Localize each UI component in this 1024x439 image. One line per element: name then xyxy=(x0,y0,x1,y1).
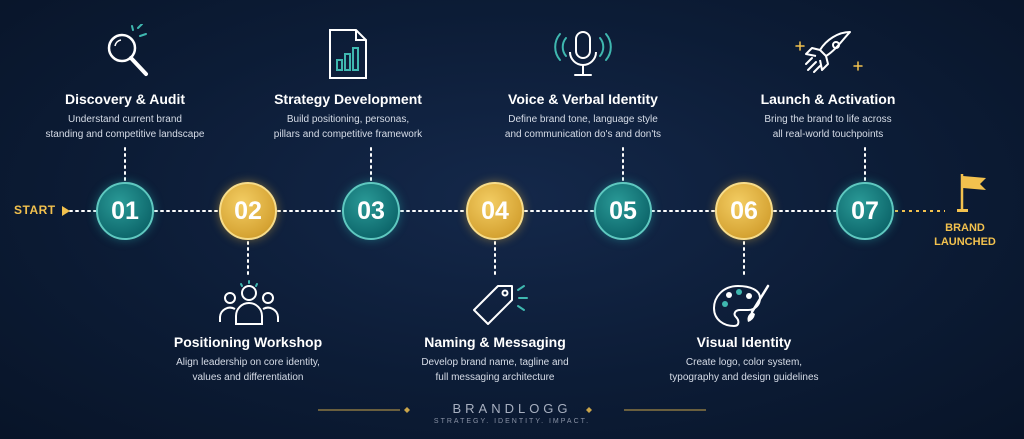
step-node-6: 06 xyxy=(715,182,773,240)
footer-tagline: STRATEGY. IDENTITY. IMPACT. xyxy=(433,418,591,425)
document-chart-icon xyxy=(329,29,367,79)
team-icon xyxy=(219,280,279,325)
step-7-desc-line2: all real-world touchpoints xyxy=(772,129,884,140)
footer-brand-logo: BRANDLOGG xyxy=(452,401,572,416)
step-3-desc-line2: pillars and competitive framework xyxy=(273,129,423,140)
step-6-desc-line2: typography and design guidelines xyxy=(669,372,819,383)
step-node-4: 04 xyxy=(466,182,524,240)
step-6-title: Visual Identity xyxy=(696,334,792,350)
microphone-icon xyxy=(554,31,612,76)
step-7-desc-line1: Bring the brand to life across xyxy=(764,114,892,125)
step-4-description: Develop brand name, tagline and full mes… xyxy=(400,355,590,385)
step-2-description: Align leadership on core identity, value… xyxy=(153,355,343,385)
step-node-5: 05 xyxy=(594,182,652,240)
end-label: BRAND LAUNCHED xyxy=(930,221,1000,249)
step-4-desc-line2: full messaging architecture xyxy=(435,372,555,383)
step-node-1: 01 xyxy=(96,182,154,240)
step-3-desc-line1: Build positioning, personas, xyxy=(286,114,410,125)
end-label-line2: LAUNCHED xyxy=(934,236,996,248)
step-7-description: Bring the brand to life across all real-… xyxy=(733,112,923,142)
step-3-description: Build positioning, personas, pillars and… xyxy=(248,112,448,142)
end-label-line1: BRAND xyxy=(945,222,985,234)
step-5-desc-line2: and communication do's and don'ts xyxy=(504,129,662,140)
palette-icon xyxy=(712,284,770,328)
tag-icon xyxy=(473,285,528,325)
step-7-title: Launch & Activation xyxy=(760,91,896,107)
step-1-title: Discovery & Audit xyxy=(64,91,186,107)
step-6-description: Create logo, color system, typography an… xyxy=(649,355,839,385)
flag-icon xyxy=(957,174,986,212)
step-1-desc-line1: Understand current brand xyxy=(68,114,182,125)
step-6-desc-line1: Create logo, color system, xyxy=(685,357,803,368)
step-4-desc-line1: Develop brand name, tagline and xyxy=(421,357,569,368)
step-5-description: Define brand tone, language style and co… xyxy=(483,112,683,142)
step-1-desc-line2: standing and competitive landscape xyxy=(45,129,205,140)
step-1-description: Understand current brand standing and co… xyxy=(35,112,215,142)
step-5-desc-line1: Define brand tone, language style xyxy=(508,114,658,125)
step-2-title: Positioning Workshop xyxy=(173,334,323,350)
step-node-7: 07 xyxy=(836,182,894,240)
step-4-title: Naming & Messaging xyxy=(424,334,566,350)
step-2-desc-line1: Align leadership on core identity, xyxy=(176,357,320,368)
step-3-title: Strategy Development xyxy=(274,91,422,107)
step-node-2: 02 xyxy=(219,182,277,240)
start-label: START xyxy=(14,203,56,217)
rocket-icon xyxy=(795,31,863,73)
magnifier-icon xyxy=(107,24,148,76)
step-node-3: 03 xyxy=(342,182,400,240)
step-5-title: Voice & Verbal Identity xyxy=(508,91,658,107)
step-2-desc-line2: values and differentiation xyxy=(192,372,304,383)
